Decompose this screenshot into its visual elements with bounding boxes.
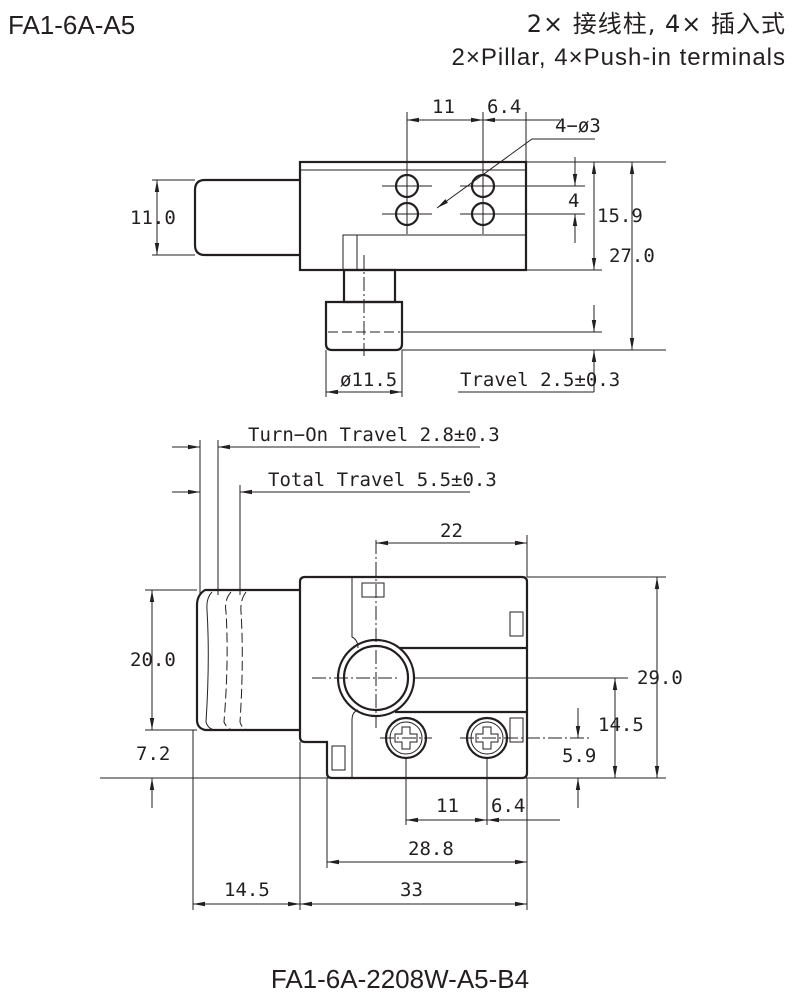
terminals-chinese: 2× 接线柱, 4× 插入式: [526, 10, 786, 38]
switch-body-top: [298, 160, 528, 272]
plunger-stem: [342, 268, 397, 304]
dim-hole-spacing: 11: [432, 96, 455, 118]
model-title: FA1-6A-A5: [8, 10, 136, 40]
slot: [509, 717, 524, 743]
terminals-english: 2×Pillar, 4×Push-in terminals: [451, 44, 786, 71]
dim-29: 29.0: [637, 667, 683, 689]
dim-travel: Travel 2.5±0.3: [460, 369, 620, 391]
dim-14-5-vertical: 14.5: [598, 714, 644, 736]
dim-5-9: 5.9: [562, 745, 596, 767]
side-view: Turn−On Travel 2.8±0.3 Total Travel 5.5±…: [100, 424, 683, 910]
dim-plunger-diameter: ø11.5: [340, 369, 397, 391]
actuator-side: [195, 588, 300, 732]
slot: [509, 611, 524, 637]
top-view: 11 6.4 4−ø3 4 15.9 27.0 Travel 2.5±0.3 ø…: [130, 96, 666, 397]
dim-turn-on-travel: Turn−On Travel 2.8±0.3: [248, 424, 500, 446]
dim-holes: 4−ø3: [555, 115, 601, 137]
dim-actuator-height: 11.0: [130, 207, 176, 229]
slot: [361, 582, 385, 598]
dim-28-8: 28.8: [408, 838, 454, 860]
plunger-button: [324, 300, 404, 352]
dim-11: 11: [436, 795, 459, 817]
dim-hole-offset: 6.4: [487, 96, 521, 118]
switch-body-side: [298, 575, 529, 780]
part-number: FA1-6A-2208W-A5-B4: [270, 964, 530, 994]
dim-20: 20.0: [130, 649, 176, 671]
dim-14-5-horizontal: 14.5: [224, 879, 270, 901]
dim-22: 22: [440, 520, 463, 542]
dim-total-travel: Total Travel 5.5±0.3: [268, 469, 497, 491]
dim-body-height: 15.9: [597, 205, 643, 227]
dim-33: 33: [400, 879, 423, 901]
dim-6-4: 6.4: [491, 795, 525, 817]
dim-7-2: 7.2: [136, 743, 170, 765]
dim-hole-vertical: 4: [568, 190, 579, 212]
actuator-top: [193, 178, 300, 257]
slot: [331, 745, 346, 771]
dim-total-height: 27.0: [609, 245, 655, 267]
